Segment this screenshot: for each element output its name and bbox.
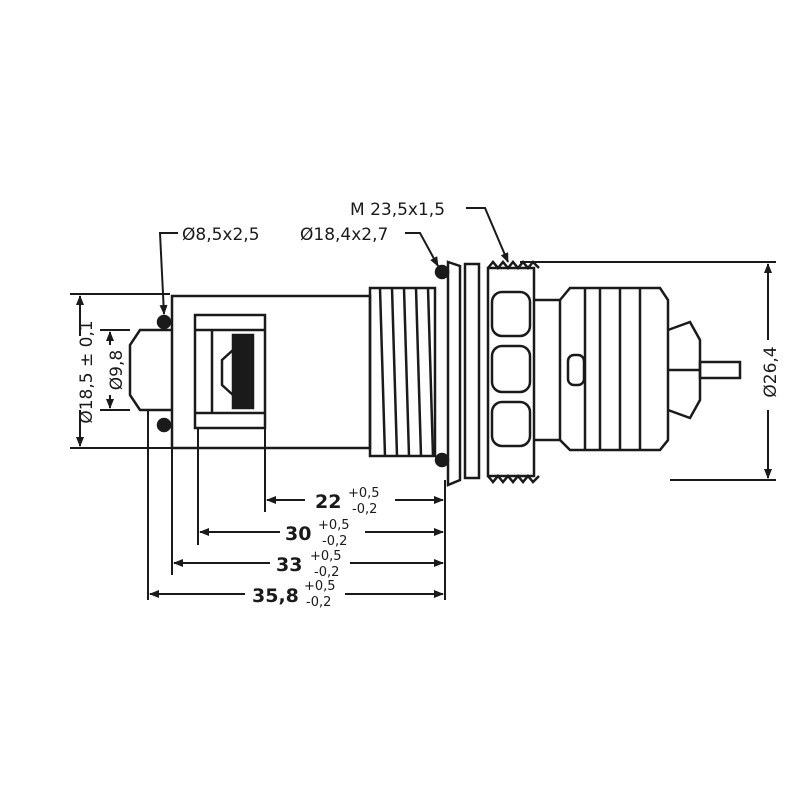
dimension-lines <box>70 207 776 600</box>
part-outline <box>128 260 742 487</box>
dim-tol-minus: -0,2 <box>306 595 331 610</box>
dim-tol-plus: +0,5 <box>310 549 342 564</box>
neck <box>534 298 562 442</box>
seal-small-label: Ø8,5x2,5 <box>182 225 260 245</box>
dia-body-label: Ø18,5 ± 0,1 <box>77 320 97 423</box>
nose <box>128 328 172 412</box>
dia-nose-label: Ø9,8 <box>107 350 127 390</box>
dim-22: 22 +0,5 -0,2 <box>315 486 380 517</box>
thread-label: M 23,5x1,5 <box>350 200 445 220</box>
main-body <box>170 294 372 450</box>
ring <box>463 262 481 480</box>
o-ring-small-bottom <box>156 417 172 433</box>
o-ring-large-top <box>434 264 450 280</box>
dim-tol-minus: -0,2 <box>352 502 377 517</box>
dim-value: 22 <box>315 491 341 513</box>
window <box>193 313 267 430</box>
thread-section <box>368 286 437 458</box>
dim-35-8: 35,8 +0,5 -0,2 <box>252 579 336 610</box>
knurled-nut <box>486 266 536 478</box>
dim-tol-minus: -0,2 <box>314 565 339 580</box>
cap <box>559 286 670 452</box>
dim-value: 33 <box>276 554 302 576</box>
dim-tol-minus: -0,2 <box>322 534 347 549</box>
spindle <box>231 333 255 410</box>
o-ring-small-top <box>156 314 172 330</box>
dim-33: 33 +0,5 -0,2 <box>276 549 342 580</box>
dia-nut-label: Ø26,4 <box>761 346 781 397</box>
dim-30: 30 +0,5 -0,2 <box>285 518 350 549</box>
o-ring-large-bottom <box>434 452 450 468</box>
pin <box>698 360 742 380</box>
dim-value: 35,8 <box>252 585 299 607</box>
flange <box>446 260 462 487</box>
seal-large-label: Ø18,4x2,7 <box>300 225 388 245</box>
dim-tol-plus: +0,5 <box>304 579 336 594</box>
dim-tol-plus: +0,5 <box>318 518 350 533</box>
dim-value: 30 <box>285 523 311 545</box>
dim-tol-plus: +0,5 <box>348 486 380 501</box>
